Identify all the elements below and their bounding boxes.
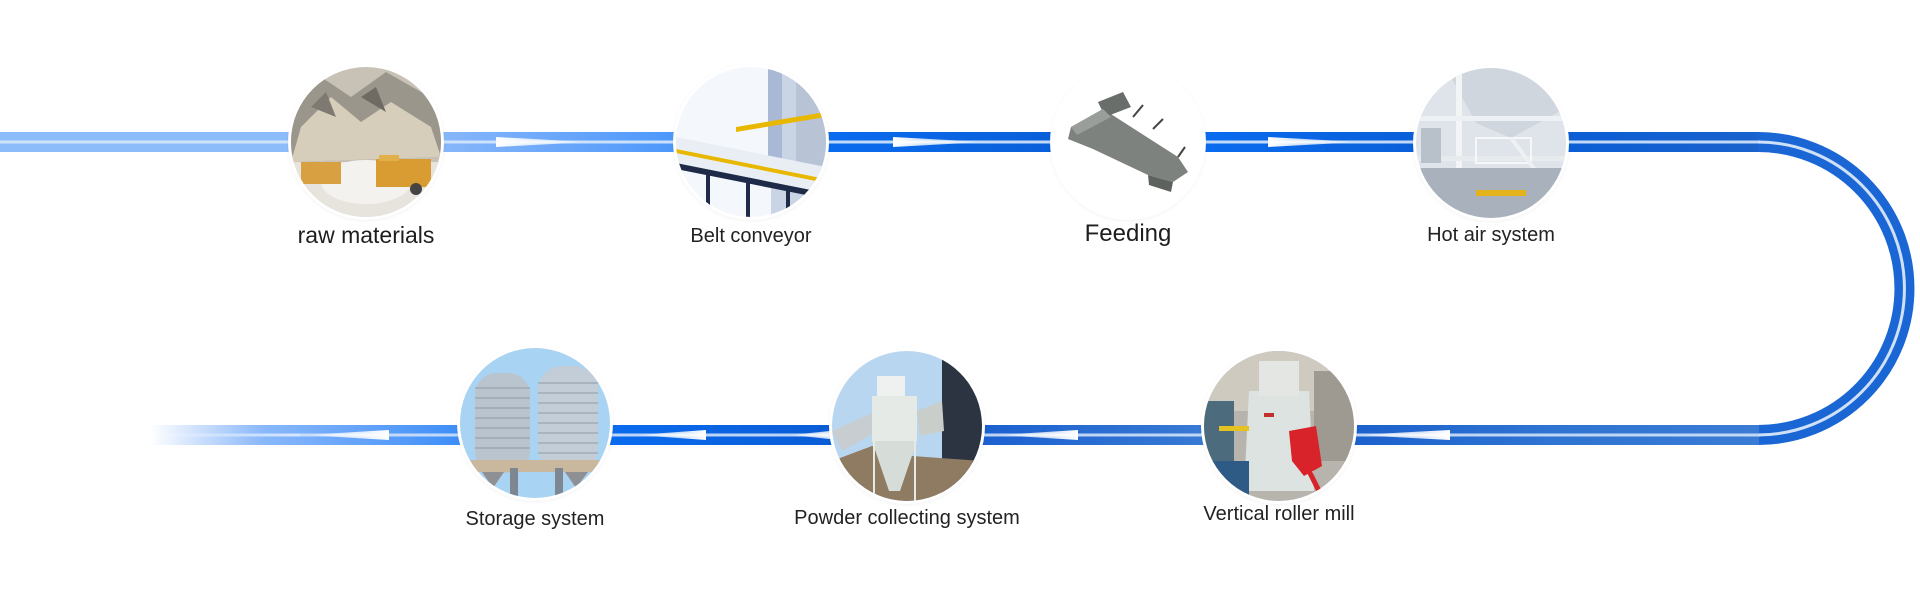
storage-silos-photo-icon	[460, 348, 610, 498]
arrow-right-icon	[893, 137, 985, 147]
arrow-left-icon	[1355, 430, 1450, 440]
quarry-trucks-photo-icon	[291, 67, 441, 217]
hot-air-structure-photo-icon	[1416, 68, 1566, 218]
belt-conveyor-photo-icon	[676, 67, 826, 217]
line-u-turn-stripe	[1757, 140, 1906, 437]
stripe-bottom-fade	[150, 433, 300, 437]
step-label: raw materials	[297, 222, 435, 248]
step-label: Powder collecting system	[794, 507, 1020, 529]
vibrating-feeder-photo-icon	[1053, 67, 1203, 217]
step-belt-conveyor[interactable]: Belt conveyor	[676, 67, 826, 247]
arrow-right-icon	[496, 137, 590, 147]
step-raw-materials[interactable]: raw materials	[291, 67, 441, 248]
arrow-left-icon	[305, 430, 389, 440]
step-hot-air-system[interactable]: Hot air system	[1416, 68, 1566, 246]
stripe-top	[0, 140, 1760, 144]
step-label: Feeding	[1084, 220, 1172, 247]
step-label: Vertical roller mill	[1203, 503, 1355, 525]
step-label: Storage system	[465, 508, 605, 530]
step-vertical-roller-mill[interactable]: Vertical roller mill	[1203, 351, 1355, 525]
vertical-roller-mill-photo-icon	[1204, 351, 1354, 501]
arrow-right-icon	[1268, 137, 1360, 147]
step-powder-collecting-system[interactable]: Powder collecting system	[794, 351, 1020, 529]
arrow-left-icon	[636, 430, 706, 440]
line-u-turn	[1757, 132, 1915, 445]
step-feeding[interactable]: Feeding	[1053, 67, 1203, 247]
cyclone-collector-photo-icon	[832, 351, 982, 501]
step-label: Belt conveyor	[690, 225, 812, 247]
step-storage-system[interactable]: Storage system	[460, 348, 610, 530]
arrow-left-icon	[998, 430, 1078, 440]
arrow-left-icon	[790, 430, 840, 440]
step-label: Hot air system	[1427, 224, 1555, 246]
